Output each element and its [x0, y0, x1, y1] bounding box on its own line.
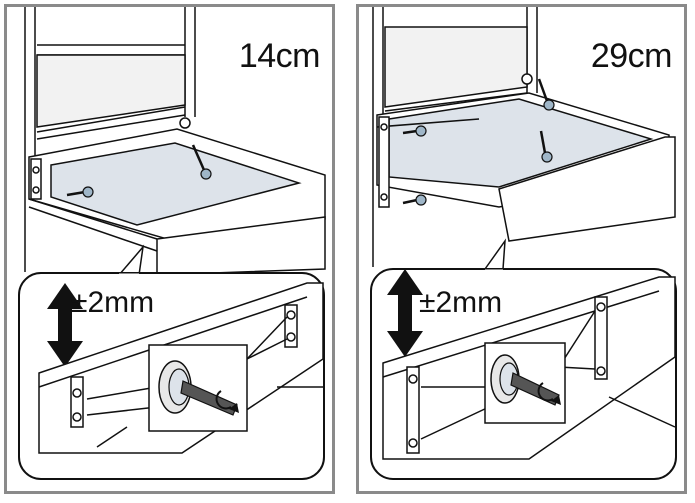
- callout-pointer: [484, 238, 506, 270]
- mounting-screw-icon: [402, 125, 427, 137]
- drawer-installation-diagram-14cm: [18, 7, 326, 480]
- drawer-installation-diagram-29cm: [370, 7, 677, 480]
- drawer-height-label: 29cm: [590, 37, 673, 75]
- height-adjust-arrow-icon: [47, 283, 83, 367]
- mounting-screw-icon: [402, 194, 427, 206]
- mounting-screw-icon: [539, 130, 553, 163]
- panel-14cm: 14cm ±2mm: [4, 4, 335, 494]
- mounting-screw-icon: [66, 186, 94, 198]
- mounting-screw-icon: [191, 144, 212, 180]
- tolerance-label: ±2mm: [419, 286, 503, 319]
- panel-29cm: 29cm ±2mm: [356, 4, 687, 494]
- screwdriver-adjust-detail: [484, 342, 566, 424]
- screwdriver-adjust-detail: [148, 344, 248, 432]
- drawer-height-label: 14cm: [238, 37, 321, 75]
- tolerance-label: ±2mm: [71, 286, 155, 319]
- drawer-body: [376, 92, 676, 242]
- drawer-body: [28, 117, 326, 276]
- mounting-screw-icon: [537, 78, 555, 111]
- height-adjust-arrow-icon: [387, 269, 423, 357]
- cabinet-frame: [24, 7, 196, 272]
- callout-pointer: [118, 244, 145, 276]
